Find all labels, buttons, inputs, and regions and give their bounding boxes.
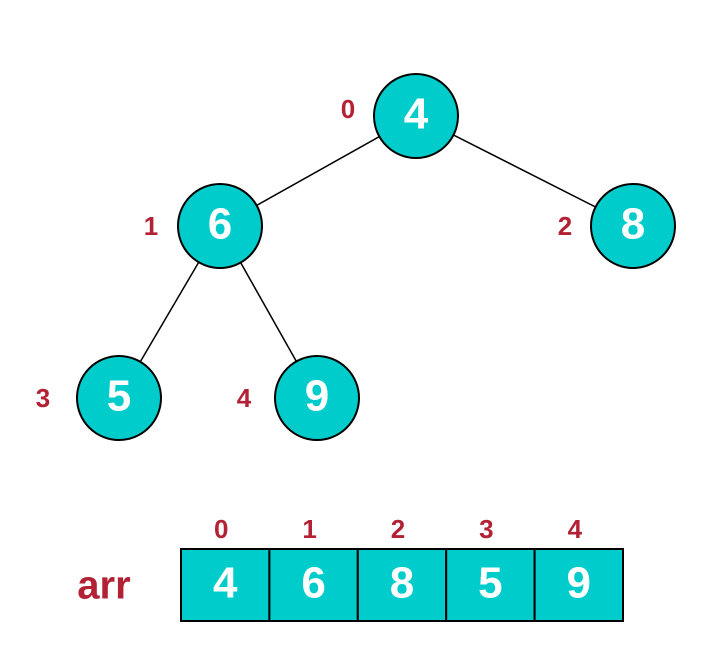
tree-node-3: 53 bbox=[36, 355, 162, 441]
tree-node-circle bbox=[590, 183, 676, 269]
tree-node-value: 9 bbox=[305, 372, 329, 421]
tree-node-2: 82 bbox=[558, 183, 676, 269]
array-index-label: 4 bbox=[568, 514, 583, 544]
array-cell-4: 94 bbox=[533, 514, 624, 622]
array-name-label: arr bbox=[77, 564, 130, 608]
array-cell-box bbox=[356, 548, 448, 622]
array-cell-1: 61 bbox=[268, 514, 359, 622]
tree-node-1: 61 bbox=[144, 183, 263, 269]
tree-node-index-label: 3 bbox=[36, 383, 50, 413]
tree-node-value: 5 bbox=[107, 372, 131, 421]
array-cell-value: 6 bbox=[301, 559, 325, 608]
array-cell-value: 8 bbox=[390, 559, 414, 608]
array-cell-0: 40 bbox=[180, 514, 271, 622]
tree-node-index-label: 4 bbox=[237, 383, 252, 413]
array-cell-value: 4 bbox=[213, 559, 238, 608]
tree-node-circle bbox=[76, 355, 162, 441]
array-cell-value: 9 bbox=[567, 559, 591, 608]
array-cell-value: 5 bbox=[478, 559, 502, 608]
tree-node-value: 8 bbox=[621, 200, 645, 249]
tree-node-value: 4 bbox=[404, 90, 429, 139]
array-cell-box bbox=[180, 548, 271, 622]
tree-node-circle bbox=[177, 183, 263, 269]
array-cell-2: 82 bbox=[356, 514, 448, 622]
array-index-label: 1 bbox=[302, 514, 316, 544]
tree-node-4: 94 bbox=[237, 355, 360, 441]
tree-node-index-label: 2 bbox=[558, 211, 572, 241]
tree-node-circle bbox=[274, 355, 360, 441]
array-cell-box bbox=[268, 548, 359, 622]
array-cell-box bbox=[445, 548, 536, 622]
array-index-label: 2 bbox=[391, 514, 405, 544]
tree-node-circle bbox=[373, 73, 459, 159]
tree-node-value: 6 bbox=[208, 200, 232, 249]
array-cell-3: 53 bbox=[445, 514, 536, 622]
tree-node-index-label: 0 bbox=[341, 94, 355, 124]
tree-node-index-label: 1 bbox=[144, 211, 158, 241]
tree-node-0: 40 bbox=[341, 73, 459, 159]
array-cell-box bbox=[533, 548, 624, 622]
array-index-label: 0 bbox=[214, 514, 228, 544]
array-index-label: 3 bbox=[479, 514, 493, 544]
